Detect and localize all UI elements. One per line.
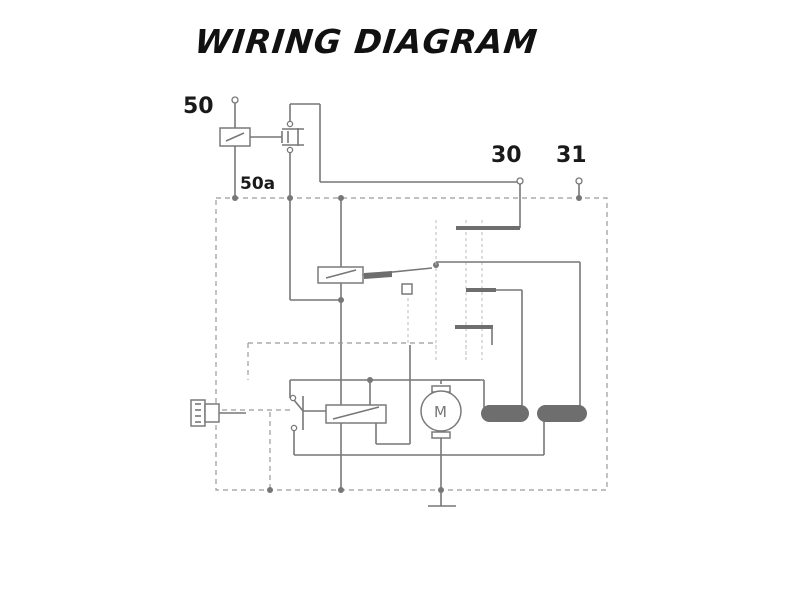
contact-plates <box>435 220 581 408</box>
terminal-31-label: 31 <box>556 143 587 168</box>
terminal-30-post <box>516 177 524 185</box>
lower-relay <box>289 345 545 456</box>
motor-symbol <box>420 379 485 507</box>
ignition-switch <box>190 399 246 427</box>
diagram-title: WIRING DIAGRAM <box>192 22 540 61</box>
terminal-50-post <box>231 96 239 104</box>
dashed-control-lines <box>222 342 467 490</box>
motor-label: M <box>434 403 447 421</box>
terminal-50a-label: 50a <box>240 174 276 194</box>
middle-relay <box>290 266 433 345</box>
terminal-50-label: 50 <box>183 94 214 119</box>
dashed-enclosure <box>215 197 608 491</box>
terminal-30-label: 30 <box>491 143 522 168</box>
terminal-31-post <box>575 177 583 185</box>
start-relay <box>219 101 289 198</box>
field-windings <box>481 405 587 422</box>
top-contact-switch <box>282 103 521 300</box>
